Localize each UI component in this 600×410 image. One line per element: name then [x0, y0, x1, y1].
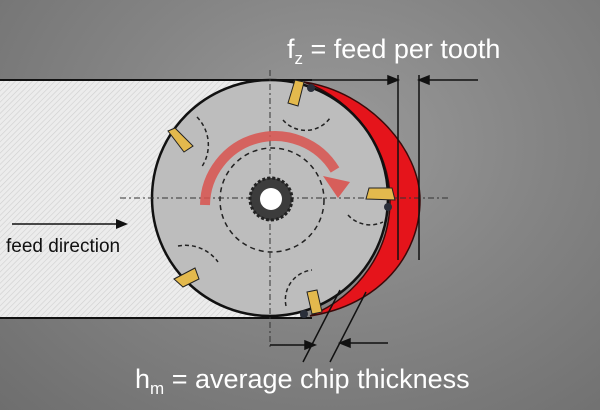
- insert-screws: [300, 84, 392, 318]
- cutter-inserts: [167, 79, 396, 315]
- fz-subscript: z: [294, 49, 304, 68]
- hm-symbol: h: [135, 364, 151, 394]
- feed-per-tooth-label: fz = feed per tooth: [287, 34, 501, 68]
- cutter: [120, 70, 450, 350]
- fz-symbol: f: [287, 34, 295, 64]
- hm-subscript: m: [150, 379, 165, 398]
- rotation-arrow-icon: [200, 131, 350, 206]
- fz-text: = feed per tooth: [303, 34, 501, 64]
- feed-per-tooth-dimension: [300, 74, 478, 260]
- chip-thickness-label: hm = average chip thickness: [135, 364, 470, 398]
- hm-text: = average chip thickness: [164, 364, 470, 394]
- chip-thickness-dimension: [270, 289, 388, 363]
- feed-direction-label: feed direction: [6, 236, 121, 257]
- feed-direction-arrow-icon: [12, 219, 128, 229]
